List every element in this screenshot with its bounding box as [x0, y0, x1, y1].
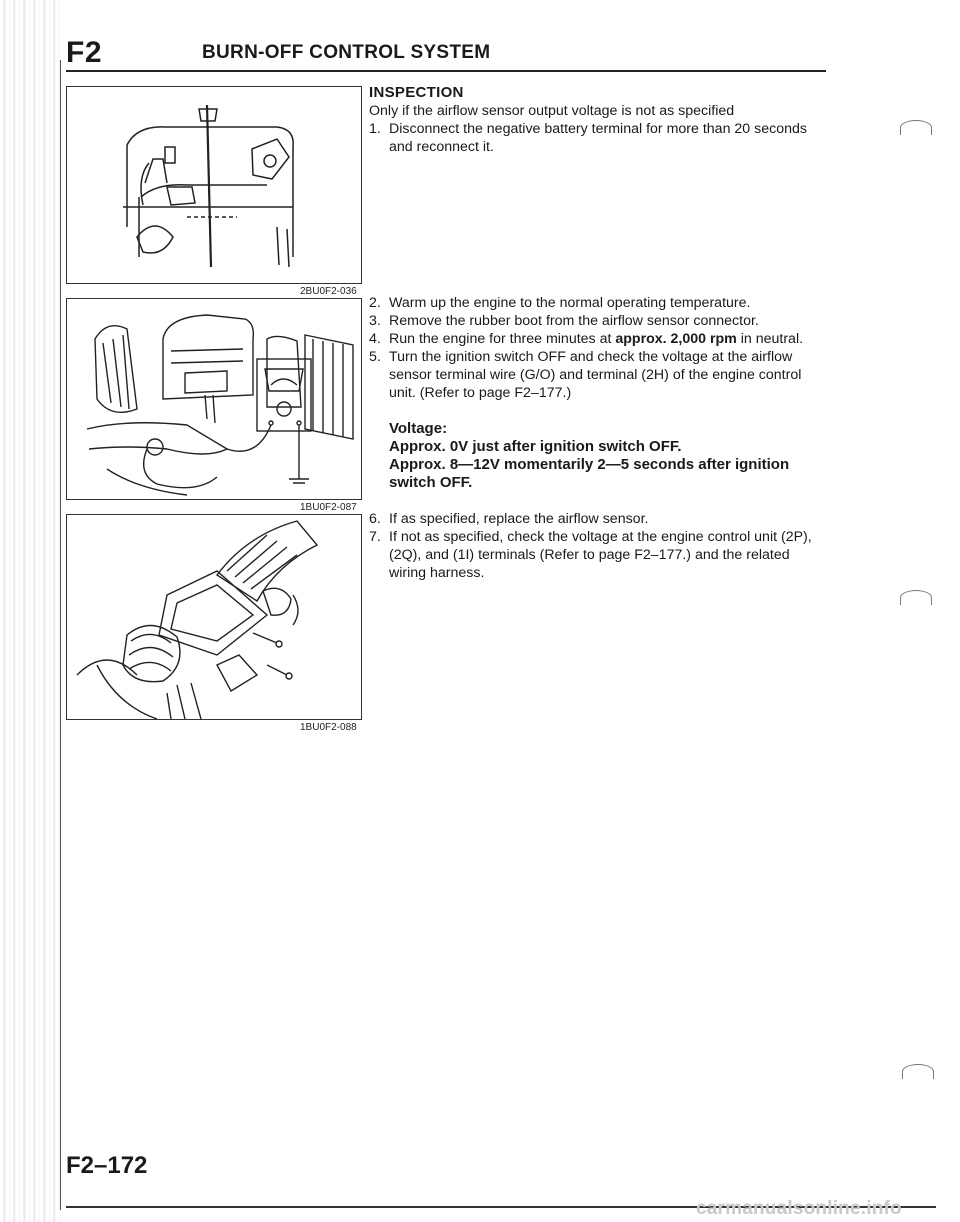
list-item-step-4: 4. Run the engine for three minutes at a… [369, 330, 829, 348]
step-text: Run the engine for three minutes at appr… [389, 330, 829, 348]
list-item-step-2: 2. Warm up the engine to the normal oper… [369, 294, 829, 312]
steps-list-c: 6. If as specified, replace the airflow … [369, 510, 829, 582]
step-number: 7. [369, 529, 381, 545]
step-text: Turn the ignition switch OFF and check t… [389, 349, 802, 401]
battery-terminal-illustration-icon [123, 104, 294, 268]
list-item-step-1: 1. Disconnect the negative battery termi… [369, 120, 829, 156]
intro-text: Only if the airflow sensor output voltag… [369, 103, 735, 119]
step-text-tail: in neutral. [736, 331, 804, 347]
list-item-step-6: 6. If as specified, replace the airflow … [369, 510, 829, 528]
step-number: 4. [369, 331, 381, 347]
airflow-sensor-removal-illustration-icon [76, 520, 319, 719]
inspection-steps: 2. Warm up the engine to the normal oper… [369, 294, 829, 582]
header-rule [66, 70, 826, 72]
steps-list-a: 1. Disconnect the negative battery termi… [369, 120, 829, 156]
step-text-lead: Run the engine for three minutes at [389, 331, 616, 347]
step-number: 1. [369, 121, 381, 137]
voltage-spec: Voltage: Approx. 0V just after ignition … [369, 420, 829, 492]
scan-mark [900, 590, 932, 605]
step-number: 6. [369, 511, 381, 527]
page-title: BURN-OFF CONTROL SYSTEM [202, 42, 491, 63]
scan-mark [902, 1064, 934, 1079]
figure-battery [66, 86, 362, 284]
figure-airflow-sensor [66, 514, 362, 720]
step-number: 5. [369, 349, 381, 365]
step-number: 2. [369, 295, 381, 311]
figure-code-1: 2BU0F2-036 [300, 286, 357, 297]
step-text: If as specified, replace the airflow sen… [389, 511, 649, 527]
scan-mark [900, 120, 932, 135]
voltmeter-airflow-sensor-illustration-icon [86, 314, 354, 496]
step-text: Warm up the engine to the normal operati… [389, 295, 751, 311]
section-code: F2 [66, 36, 103, 69]
list-item-step-7: 7. If not as specified, check the voltag… [369, 528, 829, 582]
figure-code-2: 1BU0F2-087 [300, 502, 357, 513]
page-number: F2–172 [66, 1152, 148, 1179]
scan-binding-edge [0, 0, 62, 1222]
steps-list-b: 2. Warm up the engine to the normal oper… [369, 294, 829, 402]
rpm-spec: approx. 2,000 rpm [615, 331, 737, 347]
list-item-step-3: 3. Remove the rubber boot from the airfl… [369, 312, 829, 330]
figure-voltmeter [66, 298, 362, 500]
step-text: If not as specified, check the voltage a… [389, 529, 812, 581]
figure-code-3: 1BU0F2-088 [300, 722, 357, 733]
list-item-step-5: 5. Turn the ignition switch OFF and chec… [369, 348, 829, 402]
section-heading: INSPECTION [369, 84, 464, 101]
footer-rule [66, 1206, 936, 1208]
step-number: 3. [369, 313, 381, 329]
inspection-section: INSPECTION Only if the airflow sensor ou… [369, 84, 829, 156]
spec-label: Voltage: [389, 420, 448, 437]
watermark: carmanualsonline.info [696, 1198, 902, 1219]
step-text: Disconnect the negative battery terminal… [389, 121, 807, 155]
step-text: Remove the rubber boot from the airflow … [389, 313, 759, 329]
spec-line-2: Approx. 8—12V momentarily 2—5 seconds af… [389, 456, 790, 491]
binding-divider [60, 60, 61, 1210]
spec-line-1: Approx. 0V just after ignition switch OF… [389, 438, 682, 455]
